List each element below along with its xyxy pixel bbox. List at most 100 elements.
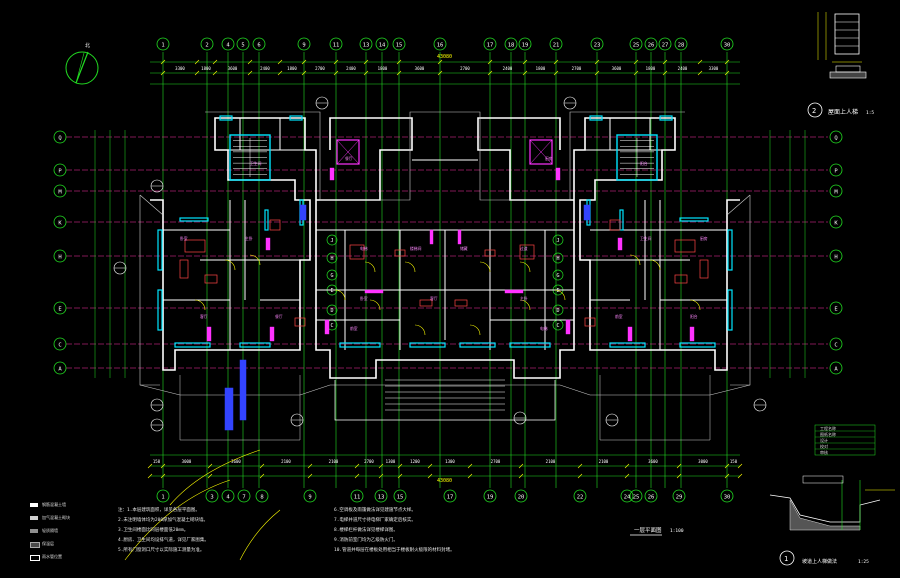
axis-label-bottom: 3 bbox=[210, 495, 213, 501]
axis-bubble-top bbox=[658, 37, 672, 51]
wall bbox=[315, 200, 575, 379]
axis-bubble-left bbox=[53, 361, 67, 375]
axis-bubble-bottom bbox=[573, 489, 587, 503]
total-length-bottom: 43080 bbox=[437, 478, 452, 484]
axis-label-top: 17 bbox=[487, 43, 494, 49]
axis-bubble-bottom bbox=[443, 489, 457, 503]
axis-label-top: 26 bbox=[648, 43, 655, 49]
axis-label-bottom: 7 bbox=[242, 495, 245, 501]
axis-bubble-top bbox=[590, 37, 604, 51]
axis-label-top: 28 bbox=[678, 43, 685, 49]
door-swing bbox=[404, 261, 416, 273]
door-swing bbox=[414, 324, 426, 336]
axis-bubble-right bbox=[829, 130, 843, 144]
inner-axis-label: C bbox=[556, 323, 559, 329]
window bbox=[679, 217, 709, 222]
main-title-scale: 1:100 bbox=[670, 528, 684, 534]
axis-bubble-bottom bbox=[620, 489, 634, 503]
legend-label: 加气混凝土砌块 bbox=[42, 515, 70, 520]
dim-tick bbox=[354, 463, 360, 469]
inner-axis-label: H bbox=[556, 256, 559, 262]
window bbox=[174, 342, 211, 348]
door bbox=[457, 229, 462, 245]
window bbox=[157, 289, 163, 331]
dim-text-bottom: 150 bbox=[730, 459, 738, 464]
dim-tick bbox=[147, 463, 153, 469]
fixture bbox=[454, 299, 468, 307]
dim-tick bbox=[633, 59, 639, 65]
axis-label-bottom: 4 bbox=[226, 495, 230, 501]
dim-tick bbox=[207, 463, 213, 469]
note-line: 10.管道井每层在楼板处用相当于楼板耐火极限的材料封堵。 bbox=[334, 548, 455, 553]
axis-label-left: A bbox=[58, 367, 62, 373]
axis-label-left: Q bbox=[58, 136, 61, 142]
fixture bbox=[349, 244, 365, 260]
axis-label-bottom: 17 bbox=[447, 495, 454, 501]
inner-axis-label: E bbox=[556, 288, 559, 294]
total-length-top: 43080 bbox=[437, 54, 452, 60]
inner-axis-bubble bbox=[552, 269, 564, 281]
room-label: 卫生间 bbox=[250, 161, 262, 166]
dim-tick bbox=[697, 70, 703, 76]
inner-axis-label: G bbox=[556, 273, 559, 279]
room-label: 电梯 bbox=[540, 326, 548, 331]
dim-tick bbox=[160, 473, 166, 479]
dim-text-top: 1800 bbox=[201, 66, 211, 71]
north-label: 北 bbox=[85, 42, 90, 49]
dim-tick bbox=[259, 463, 265, 469]
eave-line bbox=[726, 194, 751, 216]
axis-bubble-right bbox=[829, 361, 843, 375]
note-line: 8.楼梯栏杆做法详见楼梯详图。 bbox=[334, 528, 398, 533]
axis-label-right: M bbox=[834, 190, 838, 196]
dim-tick bbox=[194, 70, 200, 76]
dim-tick bbox=[662, 59, 668, 65]
axis-bubble-top bbox=[297, 37, 311, 51]
axis-label-right: H bbox=[834, 255, 837, 261]
dim-text-top: 3600 bbox=[612, 66, 622, 71]
note-line: 4.厨房、卫生间均设排气道，详见厂家图集。 bbox=[118, 538, 209, 543]
dim-text-top: 2700 bbox=[572, 66, 582, 71]
door bbox=[269, 326, 275, 342]
axis-label-bottom: 11 bbox=[354, 495, 361, 501]
dim-tick bbox=[160, 70, 166, 76]
axis-label-left: H bbox=[58, 255, 61, 261]
axis-bubble-right bbox=[829, 301, 843, 315]
dim-tick bbox=[518, 463, 524, 469]
fixture bbox=[609, 219, 621, 231]
door-swing bbox=[479, 261, 491, 273]
door-swing bbox=[629, 254, 641, 266]
room-label: 卧室 bbox=[180, 236, 188, 241]
fixture bbox=[394, 249, 406, 257]
room-label: 阳台 bbox=[690, 314, 698, 319]
stair-detail-title: 屋面上人梯 bbox=[828, 108, 858, 116]
main-title-text: 一层平面图 bbox=[634, 526, 662, 534]
axis-bubble-left bbox=[53, 249, 67, 263]
inner-axis-label: C bbox=[330, 323, 333, 329]
axis-label-right: C bbox=[834, 343, 837, 349]
fixture bbox=[269, 219, 281, 231]
dim-tick bbox=[397, 473, 403, 479]
hatch-shaft bbox=[299, 204, 307, 221]
dim-tick bbox=[577, 473, 583, 479]
dim-tick bbox=[437, 59, 443, 65]
legend-label: 雨水管位置 bbox=[42, 554, 62, 559]
axis-bubble-bottom bbox=[644, 489, 658, 503]
title-block-table bbox=[814, 424, 876, 456]
dim-text-bottom: 150 bbox=[153, 459, 161, 464]
inner-axis-label: H bbox=[330, 256, 333, 262]
room-label: 厨房 bbox=[700, 236, 708, 241]
window bbox=[509, 342, 551, 348]
axis-label-top: 6 bbox=[257, 43, 260, 49]
leader-curve bbox=[124, 479, 231, 561]
dim-text-top: 2400 bbox=[503, 66, 513, 71]
axis-bubble-right bbox=[829, 163, 843, 177]
dim-tick bbox=[396, 59, 402, 65]
axis-bubble-bottom bbox=[514, 489, 528, 503]
fixture bbox=[294, 317, 306, 327]
dim-text-bottom: 2100 bbox=[599, 459, 609, 464]
axis-label-left: K bbox=[58, 221, 62, 227]
door bbox=[324, 319, 330, 335]
axis-label-top: 16 bbox=[437, 43, 444, 49]
dim-tick bbox=[518, 473, 524, 479]
